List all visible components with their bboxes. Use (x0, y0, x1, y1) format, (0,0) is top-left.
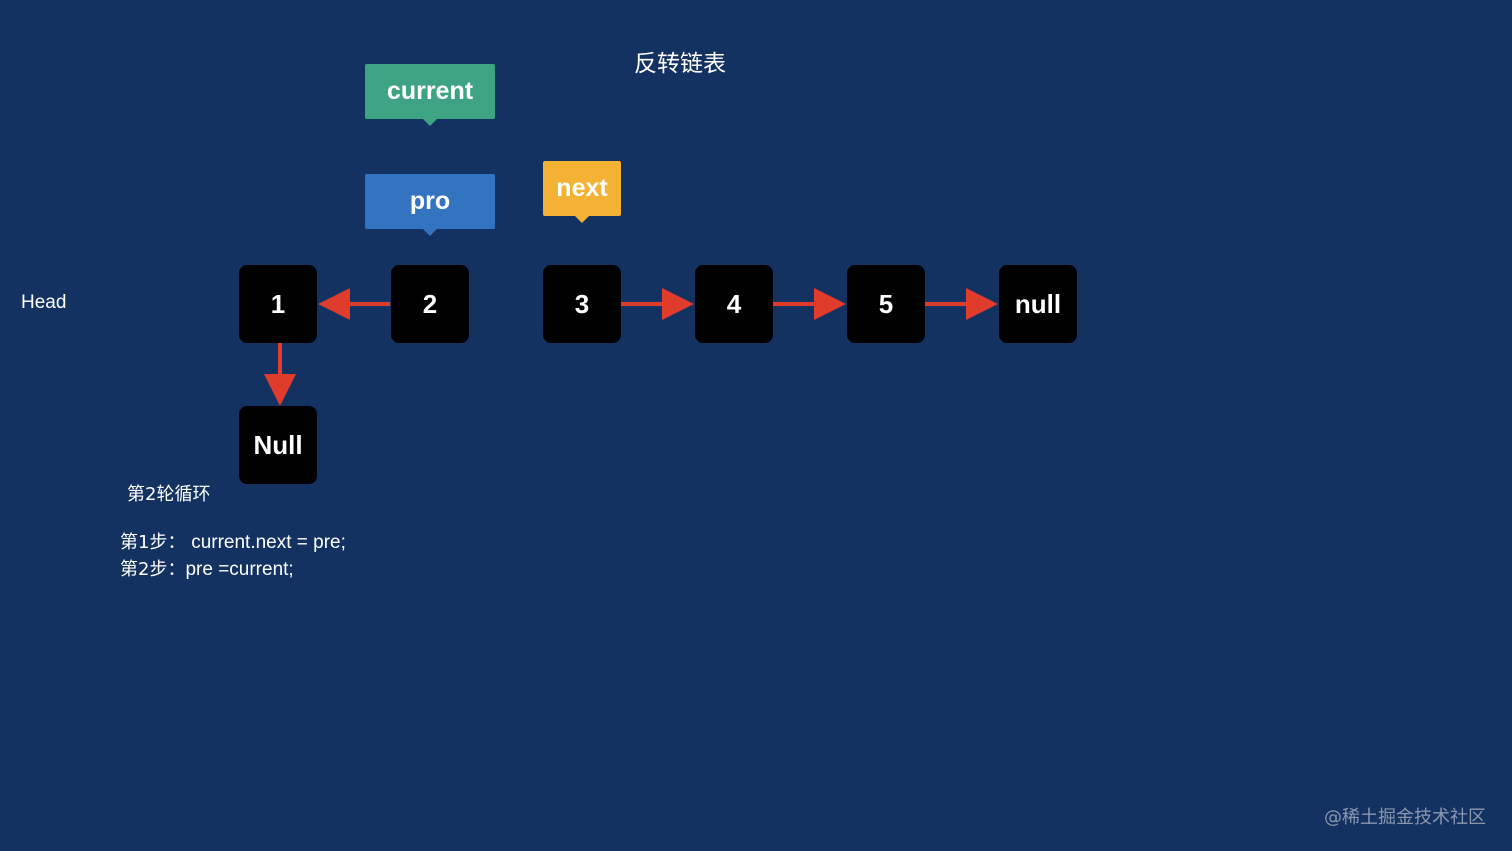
list-node-2: 2 (391, 265, 469, 343)
step-2-prefix: 第2步： (120, 559, 186, 580)
pro-pointer-tag: pro (365, 174, 495, 236)
list-node-4: 4 (695, 265, 773, 343)
watermark: @稀土掘金技术社区 (1324, 807, 1486, 828)
loop-label: 第2轮循环 (127, 484, 211, 505)
next-pointer-tag: next (543, 161, 621, 223)
current-pointer-tag: current (365, 64, 495, 126)
step-1: 第1步： current.next = pre; (120, 528, 346, 554)
list-node-5: 5 (847, 265, 925, 343)
head-label: Head (21, 292, 67, 313)
step-2: 第2步：pre =current; (120, 555, 294, 581)
list-node-null: null (999, 265, 1077, 343)
step-1-code: current.next = pre; (191, 532, 346, 553)
step-2-code: pre =current; (185, 559, 294, 580)
list-node-3: 3 (543, 265, 621, 343)
list-node-1: 1 (239, 265, 317, 343)
diagram-title: 反转链表 (634, 51, 726, 77)
null-node: Null (239, 406, 317, 484)
step-1-prefix: 第1步： (120, 532, 186, 553)
